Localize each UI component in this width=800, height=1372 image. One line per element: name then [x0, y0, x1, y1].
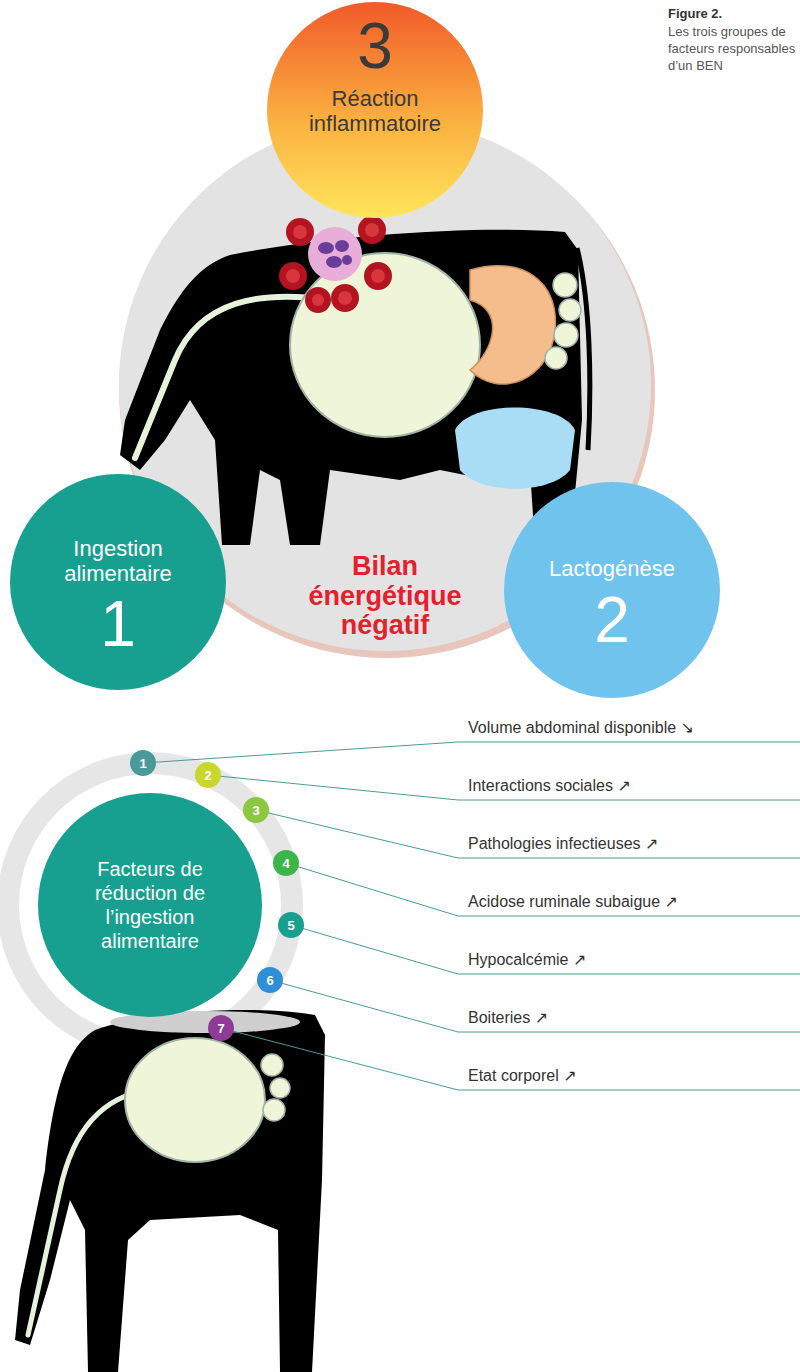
- group-label: Lactogénèse: [549, 556, 675, 581]
- figure-caption: Les trois groupes de facteurs responsabl…: [668, 24, 796, 75]
- intestine-loops: [545, 273, 581, 369]
- cow-silhouette: [120, 230, 582, 545]
- circle-fill: [130, 750, 156, 776]
- circle-fill: [278, 912, 304, 938]
- callout-number: 7: [217, 1022, 224, 1035]
- center-label: Facteurs de réduction de l’ingestion ali…: [75, 857, 225, 953]
- group-number: 3: [357, 14, 393, 78]
- factor-label: Boiteries ↗: [468, 1008, 548, 1027]
- group-label: Réaction inflammatoire: [290, 86, 460, 137]
- factor-circle: 3Réaction inflammatoire: [267, 2, 483, 218]
- factor-label: Pathologies infectieuses ↗: [468, 834, 658, 853]
- rumen: [290, 253, 480, 437]
- blood-cells: [279, 216, 392, 313]
- ring-inner: [19, 774, 281, 1036]
- callout-number: 6: [266, 974, 273, 987]
- callout-number: 2: [204, 769, 211, 782]
- callout-number: 5: [287, 919, 294, 932]
- center-label: Bilan énergétique négatif: [290, 552, 480, 641]
- callout-circle: 3: [243, 797, 269, 823]
- factor-label: Hypocalcémie ↗: [468, 950, 586, 969]
- circle-fill: [257, 967, 283, 993]
- intestine: [470, 266, 555, 384]
- intestine-loops: [261, 1054, 290, 1121]
- callout-number: 1: [139, 757, 146, 770]
- circle-fill: [267, 2, 483, 218]
- factor-label: Etat corporel ↗: [468, 1066, 577, 1085]
- cow-silhouette: [15, 1010, 325, 1372]
- factor-label: Volume abdominal disponible ↘: [468, 718, 694, 737]
- circle-fill: [38, 793, 262, 1017]
- callout-number: 4: [282, 857, 289, 870]
- callout-number: 3: [252, 804, 259, 817]
- circle-fill: [243, 797, 269, 823]
- factor-label: Acidose ruminale subaigue ↗: [468, 892, 678, 911]
- center-circle: Facteurs de réduction de l’ingestion ali…: [38, 793, 262, 1017]
- callout-circle: 5: [278, 912, 304, 938]
- group-label: Ingestion alimentaire: [33, 536, 203, 587]
- udder: [455, 408, 575, 489]
- factor-label: Interactions sociales ↗: [468, 776, 631, 795]
- circle-fill: [208, 1015, 234, 1041]
- callout-circle: 4: [273, 850, 299, 876]
- circle-fill: [195, 762, 221, 788]
- factor-circle: Lactogénèse 2: [504, 482, 720, 698]
- figure-title: Figure 2.: [668, 6, 722, 21]
- factor-circle: Ingestion alimentaire1: [10, 474, 226, 690]
- circle-fill: [504, 482, 720, 698]
- callout-circle: 1: [130, 750, 156, 776]
- circle-fill: [10, 474, 226, 690]
- callout-circle: 2: [195, 762, 221, 788]
- cow-tail: [577, 248, 590, 450]
- circle-fill: [273, 850, 299, 876]
- group-number: 1: [100, 592, 136, 656]
- circle-shape: [38, 793, 262, 1017]
- rumen: [125, 1038, 265, 1162]
- callout-circle: 6: [257, 967, 283, 993]
- callout-circle: 7: [208, 1015, 234, 1041]
- group-number: 2: [594, 588, 630, 652]
